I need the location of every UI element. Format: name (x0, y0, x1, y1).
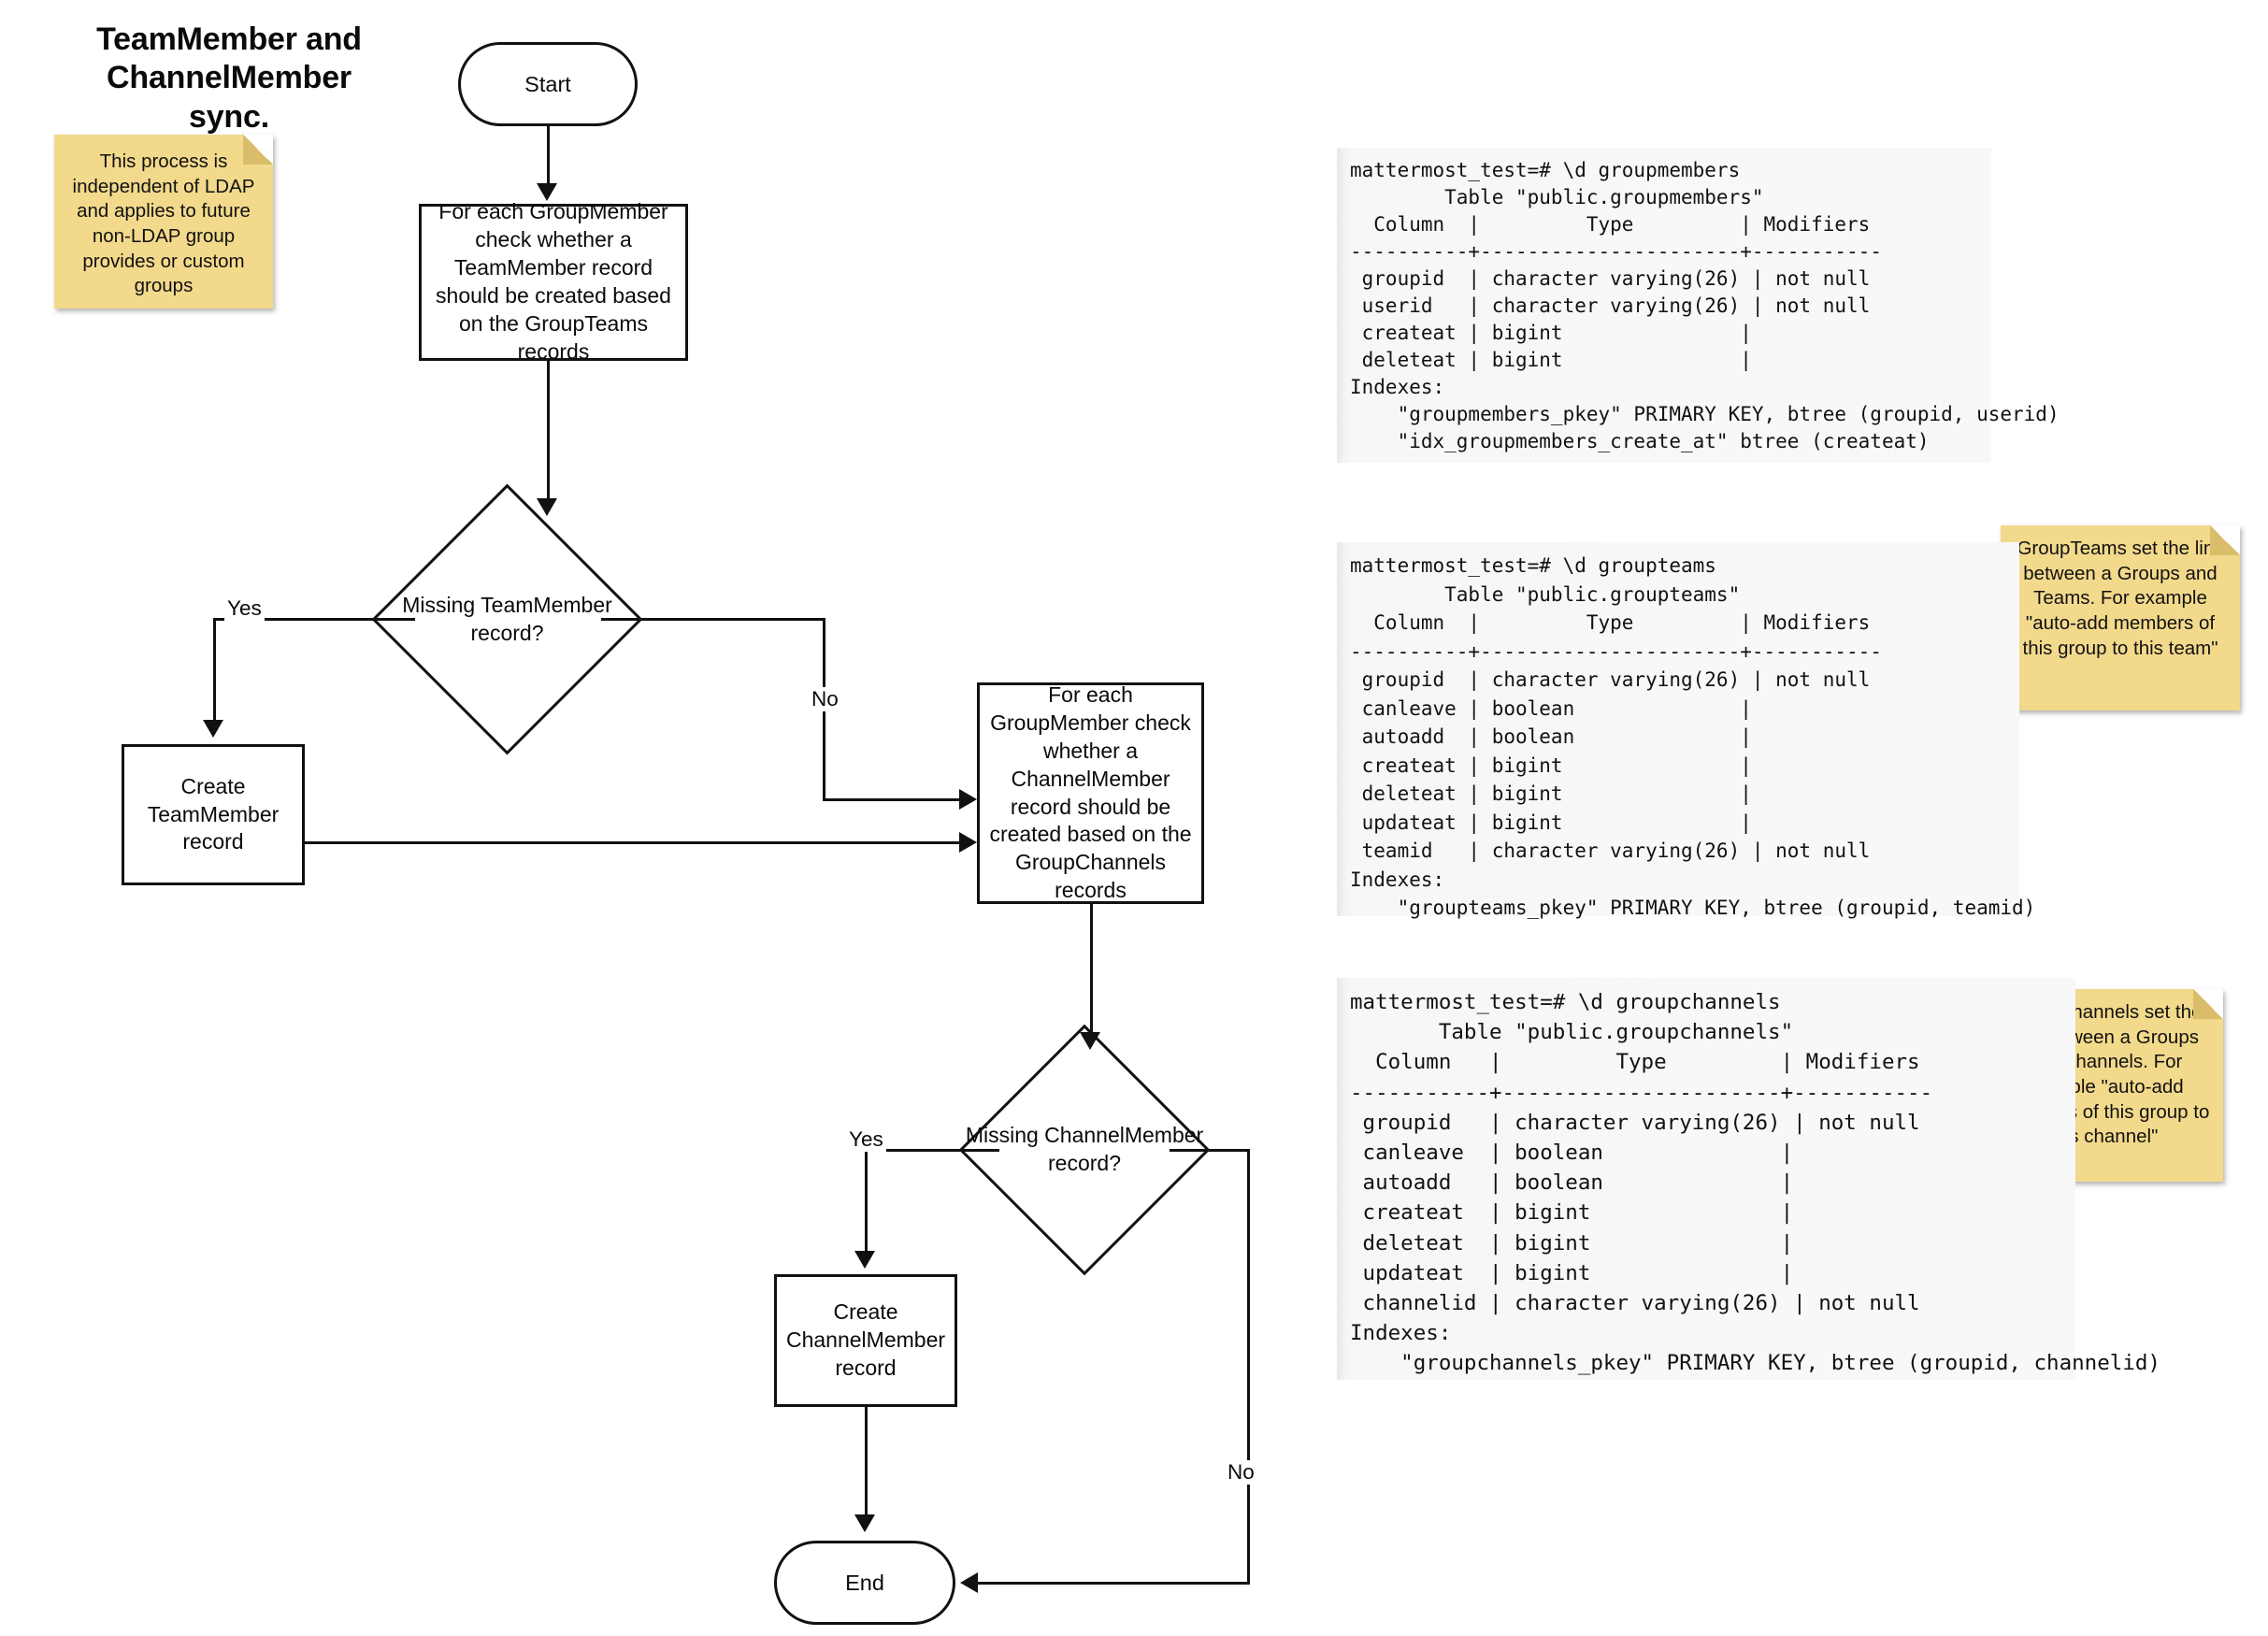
flow-node-process-teammember[interactable]: For each GroupMember check whether a Tea… (419, 199, 688, 364)
edge-arrow-down-icon (1080, 1032, 1100, 1050)
edge-no-channelmember-vertical (1247, 1149, 1250, 1585)
edge-arrow-right-icon (959, 789, 977, 810)
page-title-line-1: TeamMember and (96, 22, 362, 57)
edge-arrow-down-icon (537, 498, 557, 516)
sticky-note-groupteams-text: GroupTeams set the link between a Groups… (2017, 538, 2224, 659)
terminal-output-groupteams: mattermost_test=# \d groupteams Table "p… (1337, 542, 2035, 919)
flow-node-decision-teammember-label: Missing TeamMember record? (402, 592, 612, 645)
flow-node-end[interactable]: End (774, 1541, 955, 1625)
flow-node-start[interactable]: Start (458, 42, 638, 126)
flow-node-create-teammember-label: Create TeamMember record (147, 773, 280, 854)
edge-create-teammember-to-process (305, 841, 961, 844)
flow-node-create-channelmember-label: Create ChannelMember record (785, 1299, 946, 1380)
note-fold-icon (243, 135, 273, 165)
flow-node-create-channelmember[interactable]: Create ChannelMember record (774, 1274, 957, 1407)
terminal-output-groupchannels: mattermost_test=# \d groupchannels Table… (1337, 978, 2160, 1380)
note-fold-icon (2193, 989, 2223, 1019)
edge-label-yes-teammember: Yes (224, 596, 265, 621)
edge-create-channelmember-to-end (865, 1407, 868, 1515)
edge-yes-teammember-horizontal (213, 618, 415, 621)
edge-no-teammember-horizontal (601, 618, 825, 621)
sticky-note-ldap-text: This process is independent of LDAP and … (72, 151, 255, 297)
edge-arrow-down-icon (854, 1514, 875, 1532)
flow-node-process-channelmember[interactable]: For each GroupMember check whether a Cha… (977, 682, 1204, 904)
edge-label-yes-channelmember: Yes (846, 1127, 886, 1152)
flow-node-decision-channelmember[interactable]: Missing ChannelMember record? (958, 1024, 1211, 1276)
edge-label-no-channelmember: No (1225, 1460, 1257, 1485)
edge-arrow-down-icon (203, 720, 223, 738)
flow-node-start-label: Start (524, 71, 571, 96)
edge-label-no-teammember: No (809, 687, 841, 711)
terminal-output-groupmembers: mattermost_test=# \d groupmembers Table … (1337, 148, 2060, 463)
edge-start-to-process (547, 126, 550, 184)
edge-arrow-right-icon (959, 832, 977, 853)
sticky-note-groupteams: GroupTeams set the link between a Groups… (2001, 525, 2240, 710)
edge-yes-channelmember-horizontal (865, 1149, 999, 1152)
edge-process-to-decision (547, 361, 550, 499)
flow-node-end-label: End (845, 1570, 884, 1595)
edge-no-teammember-into-process (823, 798, 961, 801)
flow-node-create-teammember[interactable]: Create TeamMember record (122, 744, 305, 885)
edge-yes-channelmember-vertical (865, 1149, 868, 1252)
flow-node-process-teammember-label: For each GroupMember check whether a Tea… (436, 199, 671, 364)
edge-yes-teammember-vertical (213, 618, 216, 721)
edge-process-to-decision-channelmember (1090, 904, 1093, 1033)
page-title-line-2: ChannelMember sync. (107, 60, 352, 135)
sticky-note-ldap: This process is independent of LDAP and … (54, 135, 273, 309)
note-fold-icon (2210, 525, 2240, 555)
edge-no-channelmember-into-end (978, 1582, 1250, 1585)
flow-node-process-channelmember-label: For each GroupMember check whether a Cha… (989, 682, 1192, 903)
edge-arrow-left-icon (960, 1572, 978, 1593)
flow-node-decision-channelmember-label: Missing ChannelMember record? (965, 1123, 1204, 1175)
page-title: TeamMember and ChannelMember sync. (75, 21, 383, 136)
edge-no-channelmember-horizontal (1170, 1149, 1250, 1152)
edge-arrow-down-icon (537, 183, 557, 201)
flow-node-decision-teammember[interactable]: Missing TeamMember record? (371, 483, 643, 755)
edge-arrow-down-icon (854, 1251, 875, 1269)
